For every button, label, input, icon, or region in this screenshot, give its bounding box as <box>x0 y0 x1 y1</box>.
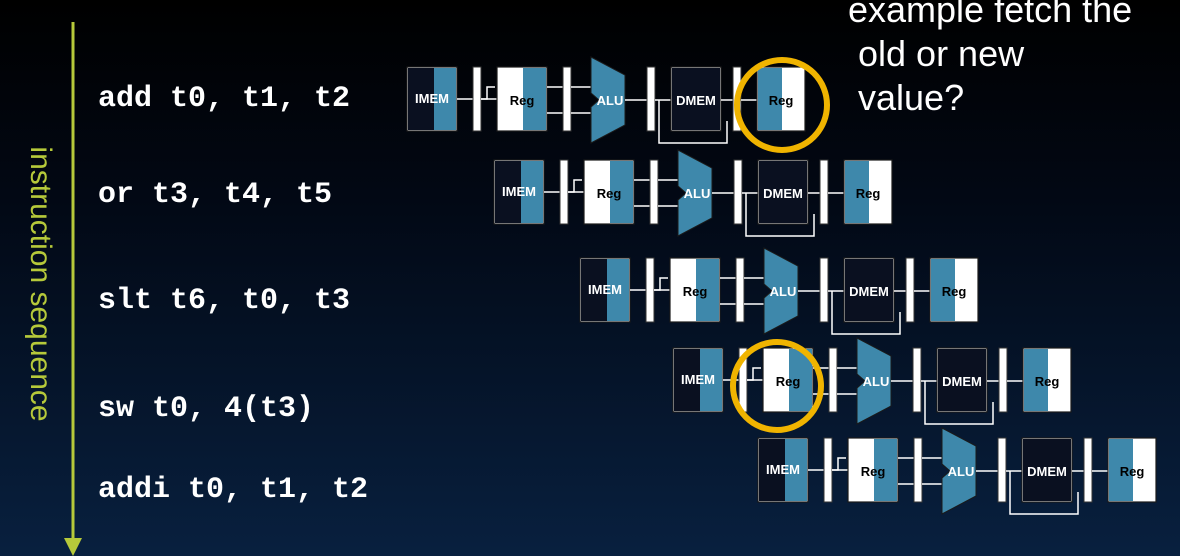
reg-decode-stage: Reg <box>583 159 635 225</box>
pipeline-register <box>646 66 656 132</box>
reg-label: Reg <box>1120 464 1145 479</box>
pipeline-register <box>733 159 743 225</box>
alu-label: ALU <box>684 186 711 201</box>
imem-label: IMEM <box>502 184 536 199</box>
alu-stage: ALU <box>763 247 799 335</box>
pipeline-register <box>645 257 655 323</box>
dmem-label: DMEM <box>763 186 803 201</box>
reg-writeback-stage: Reg <box>929 257 979 323</box>
instruction-or: or t3, t4, t5 <box>98 178 333 212</box>
pipeline-register <box>823 437 833 503</box>
alu-label: ALU <box>770 284 797 299</box>
alu-label: ALU <box>948 464 975 479</box>
dmem-label: DMEM <box>942 374 982 389</box>
pipeline-register <box>1083 437 1093 503</box>
reg-decode-stage: Reg <box>496 66 548 132</box>
imem-stage: IMEM <box>672 347 724 413</box>
alu-label: ALU <box>863 374 890 389</box>
alu-stage: ALU <box>941 427 977 515</box>
instruction-sequence-arrow <box>64 22 82 556</box>
alu-stage: ALU <box>856 337 892 425</box>
imem-label: IMEM <box>415 91 449 106</box>
dmem-stage: DMEM <box>1021 437 1073 503</box>
instruction-sw: sw t0, 4(t3) <box>98 392 315 426</box>
pipeline-register <box>735 257 745 323</box>
pipeline-register <box>819 159 829 225</box>
dmem-stage: DMEM <box>757 159 809 225</box>
instruction-addi: addi t0, t1, t2 <box>98 473 369 507</box>
instruction-sequence-label: instruction sequence <box>24 146 57 422</box>
pipeline-register <box>913 437 923 503</box>
dmem-label: DMEM <box>676 93 716 108</box>
reg-writeback-stage: Reg <box>1022 347 1072 413</box>
instruction-add: add t0, t1, t2 <box>98 82 351 116</box>
reg-label: Reg <box>597 186 622 201</box>
pipeline-register <box>562 66 572 132</box>
reg-label: Reg <box>942 284 967 299</box>
dmem-stage: DMEM <box>936 347 988 413</box>
question-line-2: old or new <box>858 33 1025 74</box>
imem-stage: IMEM <box>406 66 458 132</box>
imem-stage: IMEM <box>579 257 631 323</box>
reg-decode-stage: Reg <box>847 437 899 503</box>
instruction-slt: slt t6, t0, t3 <box>98 284 351 318</box>
pipeline-register <box>912 347 922 413</box>
alu-stage: ALU <box>677 149 713 237</box>
imem-label: IMEM <box>766 462 800 477</box>
imem-label: IMEM <box>588 282 622 297</box>
dmem-label: DMEM <box>849 284 889 299</box>
pipeline-register <box>649 159 659 225</box>
pipeline-register <box>997 437 1007 503</box>
pipeline-register <box>905 257 915 323</box>
pipeline-register <box>559 159 569 225</box>
reg-label: Reg <box>861 464 886 479</box>
dmem-label: DMEM <box>1027 464 1067 479</box>
question-line-1: example fetch the <box>848 0 1133 30</box>
pipeline-register <box>828 347 838 413</box>
question-text: example fetch the old or new value? <box>848 0 1132 120</box>
imem-stage: IMEM <box>757 437 809 503</box>
highlight-ring-decode <box>730 339 824 433</box>
alu-label: ALU <box>597 93 624 108</box>
pipeline-or: IMEM Reg ALU DMEM Reg <box>493 149 893 237</box>
reg-label: Reg <box>856 186 881 201</box>
highlight-ring-writeback <box>734 57 830 153</box>
pipeline-register <box>998 347 1008 413</box>
imem-stage: IMEM <box>493 159 545 225</box>
pipeline-slt: IMEM Reg ALU DMEM Reg <box>579 247 979 335</box>
dmem-stage: DMEM <box>670 66 722 132</box>
question-line-3: value? <box>858 77 965 118</box>
reg-label: Reg <box>510 93 535 108</box>
reg-decode-stage: Reg <box>669 257 721 323</box>
reg-writeback-stage: Reg <box>843 159 893 225</box>
reg-writeback-stage: Reg <box>1107 437 1157 503</box>
alu-stage: ALU <box>590 56 626 144</box>
pipeline-register <box>819 257 829 323</box>
imem-label: IMEM <box>681 372 715 387</box>
reg-label: Reg <box>683 284 708 299</box>
dmem-stage: DMEM <box>843 257 895 323</box>
pipeline-addi: IMEM Reg ALU DMEM Reg <box>757 427 1157 515</box>
reg-label: Reg <box>1035 374 1060 389</box>
pipeline-register <box>472 66 482 132</box>
